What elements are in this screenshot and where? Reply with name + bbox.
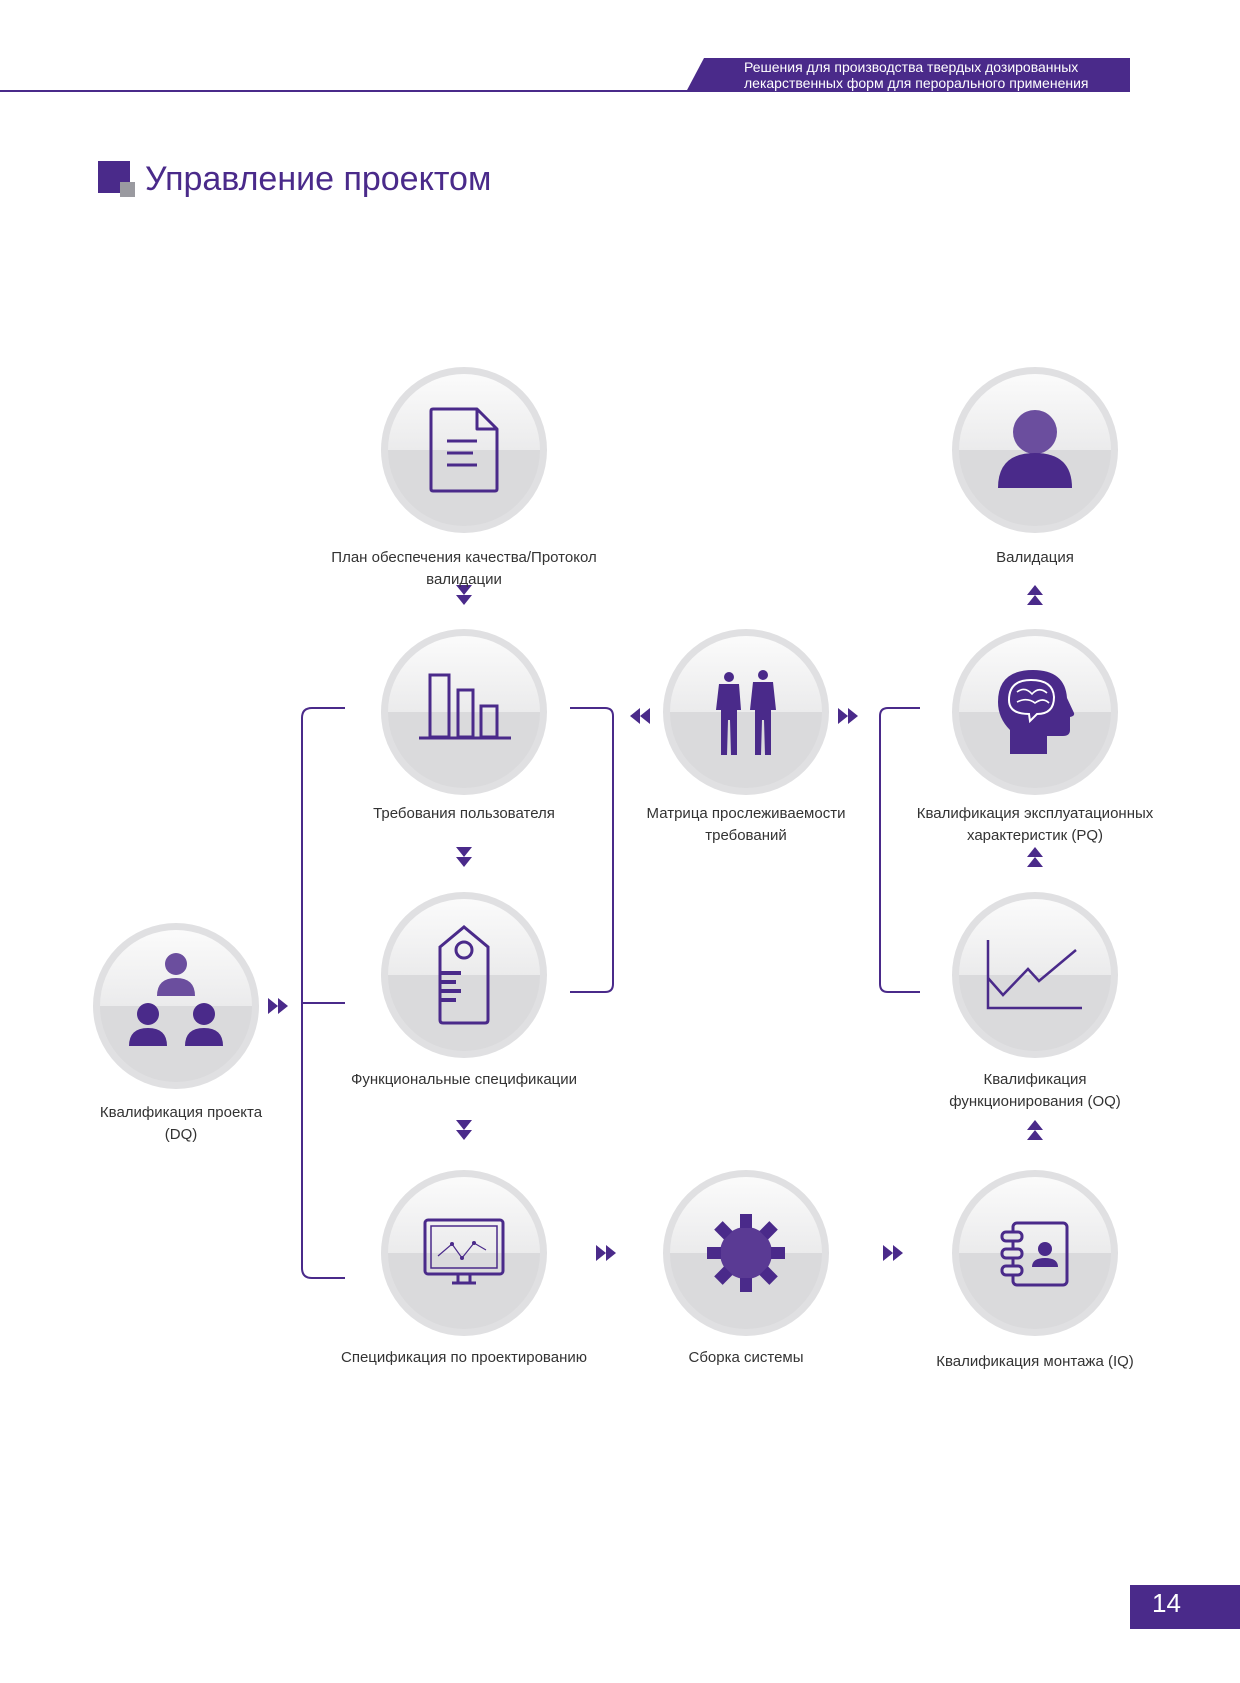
page-title: Управление проектом — [145, 160, 492, 198]
gear-icon — [707, 1214, 785, 1292]
node-functional-specs — [381, 892, 547, 1058]
node-iq — [952, 1170, 1118, 1336]
arrow-right — [268, 998, 288, 1014]
label-line: (DQ) — [164, 1126, 198, 1143]
contact-book-icon — [1000, 1221, 1069, 1287]
label-assembly: Сборка системы — [688, 1349, 804, 1366]
arrow-up — [1027, 847, 1043, 867]
document-icon — [429, 407, 499, 493]
header-text: Решения для производства твердых дозиров… — [744, 58, 1130, 91]
arrow-up — [1027, 585, 1043, 605]
header-rule — [0, 90, 1130, 92]
arrow-right — [596, 1245, 616, 1261]
label-line: характеристик (PQ) — [967, 827, 1103, 844]
arrow-up — [1027, 1120, 1043, 1140]
label-user-requirements: Требования пользователя — [373, 805, 555, 822]
node-assembly — [663, 1170, 829, 1336]
people-icon — [716, 670, 776, 755]
label-qa-plan: План обеспечения качества/Протокол валид… — [331, 549, 597, 588]
node-traceability-matrix — [663, 629, 829, 795]
monitor-icon — [423, 1218, 505, 1285]
node-oq — [952, 892, 1118, 1058]
label-functional-specs: Функциональные спецификации — [350, 1071, 578, 1088]
label-dq: Квалификация проекта (DQ) — [71, 1102, 291, 1146]
line-chart-icon — [986, 940, 1082, 1010]
node-validation — [952, 367, 1118, 533]
label-traceability-matrix: Матрица прослеживаемости требований — [616, 803, 876, 847]
node-pq — [952, 629, 1118, 795]
team-icon — [129, 953, 223, 1046]
label-validation: Валидация — [996, 549, 1074, 566]
label-line: Квалификация — [983, 1071, 1087, 1088]
label-pq: Квалификация эксплуатационных характерис… — [875, 803, 1195, 847]
page-number: 14 — [1152, 1588, 1181, 1618]
label-line: Квалификация эксплуатационных — [916, 805, 1154, 822]
arrow-down — [456, 1120, 472, 1140]
node-dq — [93, 923, 259, 1089]
header-band — [686, 58, 1130, 92]
node-design-spec — [381, 1170, 547, 1336]
title-square-accent — [120, 182, 135, 197]
node-qa-plan — [381, 367, 547, 533]
arrow-down — [456, 847, 472, 867]
label-design-spec: Спецификация по проектированию — [341, 1349, 587, 1366]
arrow-left — [630, 708, 650, 724]
label-line: Квалификация проекта — [99, 1104, 263, 1121]
tag-icon — [438, 925, 490, 1025]
arrow-right — [838, 708, 858, 724]
header-line-1: Решения для производства твердых дозиров… — [744, 59, 1079, 75]
bar-chart-icon — [419, 673, 511, 740]
arrow-right — [883, 1245, 903, 1261]
label-iq: Квалификация монтажа (IQ) — [936, 1353, 1134, 1370]
person-icon — [998, 410, 1072, 488]
label-line: Матрица прослеживаемости — [646, 805, 846, 822]
brain-head-icon — [998, 670, 1075, 754]
header-line-2: лекарственных форм для перорального прим… — [744, 75, 1089, 91]
label-line: функционирования (OQ) — [949, 1093, 1121, 1110]
page-number-box — [1130, 1585, 1240, 1629]
label-oq: Квалификация функционирования (OQ) — [905, 1069, 1165, 1113]
node-user-requirements — [381, 629, 547, 795]
label-line: требований — [705, 827, 787, 844]
connector-lines — [301, 707, 920, 1279]
